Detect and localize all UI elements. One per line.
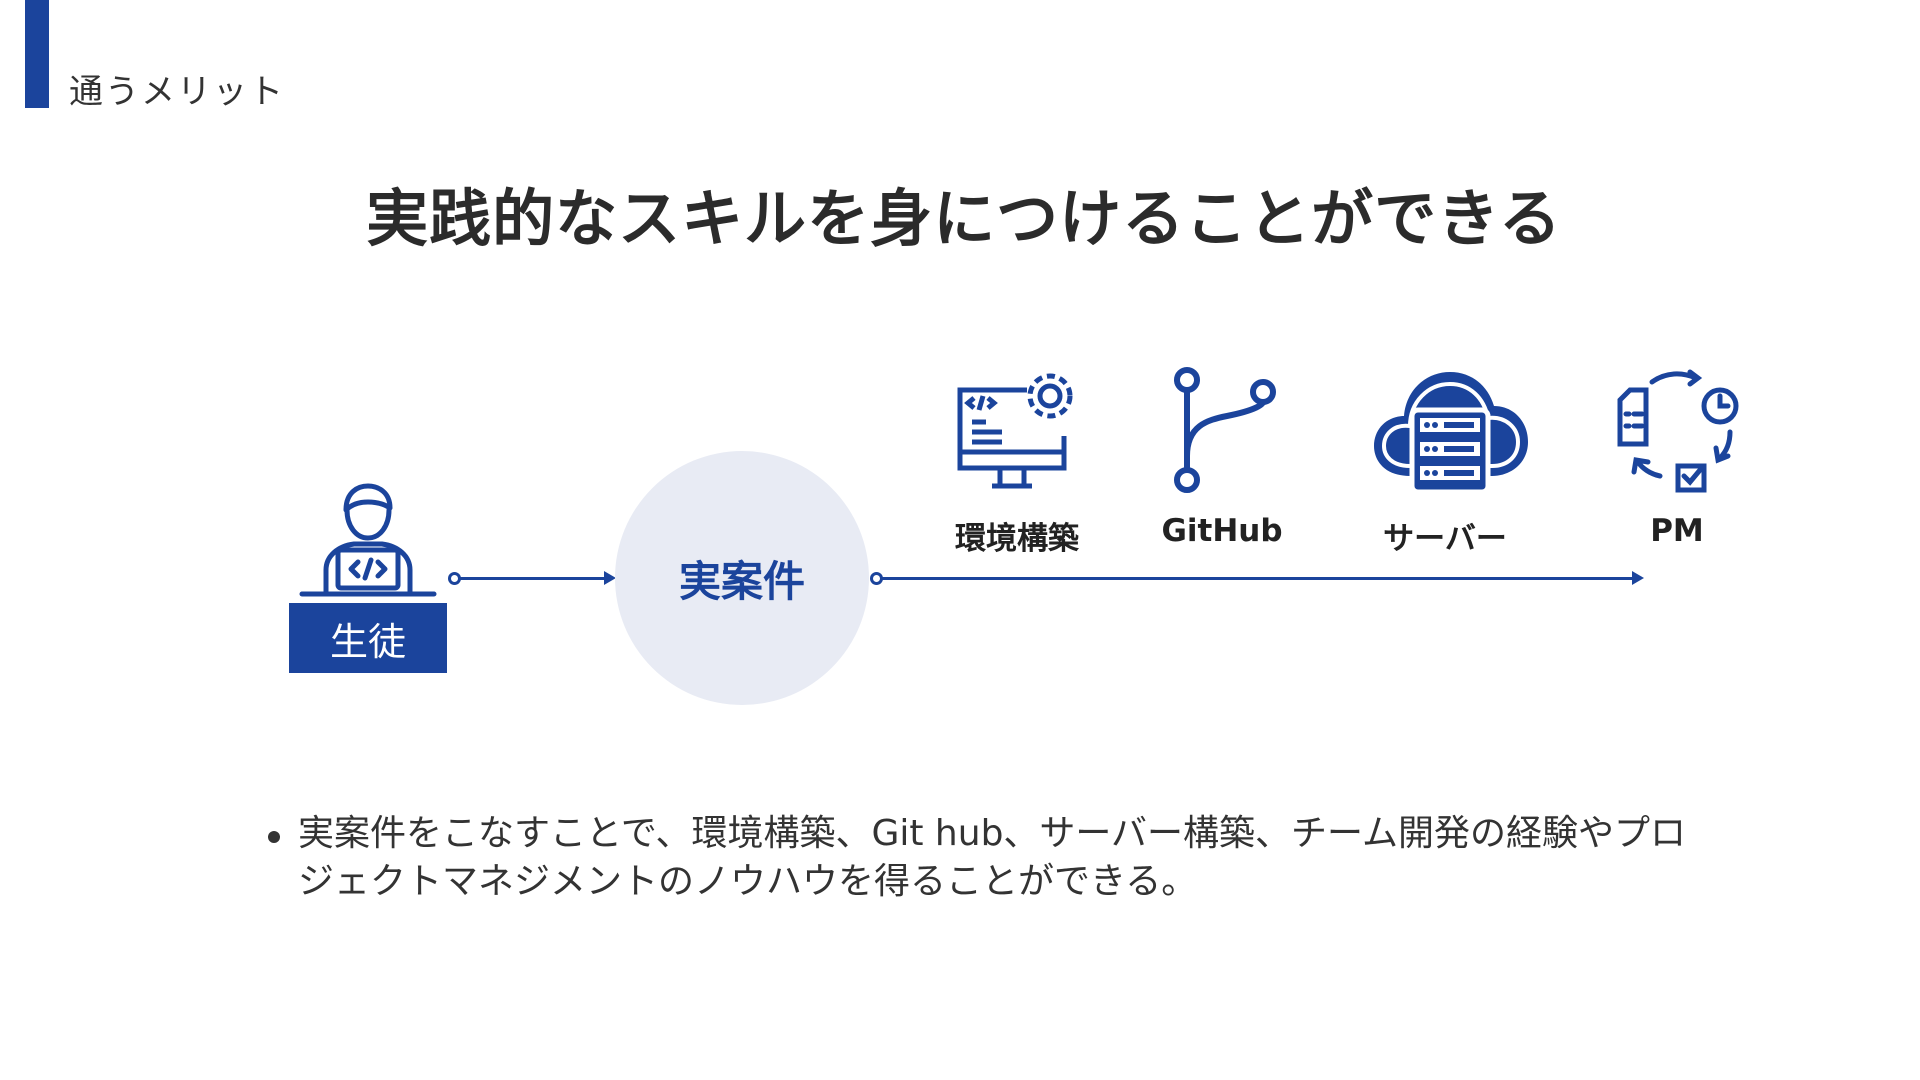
bullet-item: 実案件をこなすことで、環境構築、Git hub、サーバー構築、チーム開発の経験や…: [298, 813, 1686, 902]
skill-label: サーバー: [1383, 521, 1507, 557]
real-project-circle: 実案件: [615, 451, 869, 705]
real-project-label: 実案件: [678, 556, 805, 606]
monitor-code-gear-icon: [952, 366, 1082, 496]
page-title: 実践的なスキルを身につけることができる: [366, 182, 1562, 255]
connector-line: [460, 577, 606, 580]
connector-start-dot: [870, 572, 883, 585]
section-accent-bar: [25, 0, 49, 108]
arrow-head-icon: [1632, 571, 1644, 585]
connector-start-dot: [448, 572, 461, 585]
student-icon: [289, 482, 447, 600]
section-label: 通うメリット: [69, 72, 285, 112]
arrow-head-icon: [604, 571, 616, 585]
skill-label: GitHub: [1161, 513, 1283, 549]
timeline-line: [882, 577, 1634, 580]
skill-label: PM: [1650, 513, 1704, 549]
bullet-dot: [268, 831, 280, 843]
skill-label: 環境構築: [955, 521, 1079, 557]
cloud-server-icon: [1370, 366, 1530, 496]
student-label: 生徒: [289, 603, 447, 673]
bullet-list: 実案件をこなすことで、環境構築、Git hub、サーバー構築、チーム開発の経験や…: [268, 810, 1718, 906]
project-cycle-icon: [1612, 366, 1742, 496]
git-branch-icon: [1157, 366, 1287, 496]
